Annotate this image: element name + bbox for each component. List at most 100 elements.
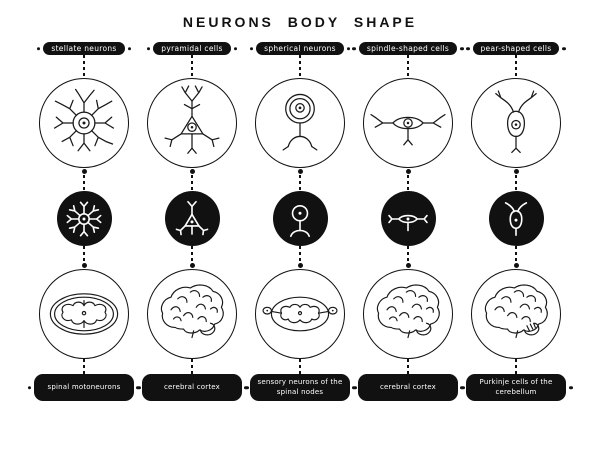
connector-dot — [189, 263, 195, 268]
connector-line — [191, 359, 193, 374]
pill-end-dot — [466, 46, 470, 51]
neuron-type-pill: spindle-shaped cells — [352, 42, 464, 55]
connector-dot — [81, 263, 87, 268]
spindle-cell-mini-icon — [388, 214, 428, 231]
region-pill: Purkinje cells of the cerebellum — [459, 374, 573, 401]
pyramidal-cell-mini-icon — [175, 200, 209, 235]
connector-dot — [513, 263, 519, 268]
stellate-neuron-mini-icon — [66, 201, 102, 236]
neuron-drawing-circle — [147, 78, 237, 168]
column-spindle-shaped-cells: spindle-shaped cells — [351, 42, 465, 401]
pill-end-dot — [243, 385, 247, 390]
region-label: Purkinje cells of the cerebellum — [479, 377, 553, 396]
pill-end-dot — [233, 46, 238, 51]
connector-line — [515, 55, 517, 78]
region-label: sensory neurons of the spinal nodes — [257, 377, 343, 396]
neuron-symbol-badge — [272, 191, 328, 246]
connector-line — [299, 175, 301, 191]
neuron-symbol-badge — [488, 191, 544, 246]
connector-line — [191, 175, 193, 191]
spindle-cell-icon — [370, 113, 446, 146]
connector-dot — [297, 169, 303, 174]
neuron-type-label: pyramidal cells — [161, 44, 223, 53]
connector-dot — [405, 263, 411, 268]
column-spherical-neurons: spherical neurons — [243, 42, 357, 401]
connector-dot — [513, 169, 519, 174]
pill-end-dot — [459, 385, 463, 390]
neuron-type-pill: pyramidal cells — [146, 42, 238, 55]
pear-cell-icon — [495, 90, 537, 154]
connector-line — [299, 359, 301, 374]
connector-line — [515, 175, 517, 191]
brain-icon — [376, 284, 440, 339]
neuron-type-pill: stellate neurons — [36, 42, 132, 55]
spinal-nodes-icon — [262, 296, 338, 332]
pill-end-dot — [460, 46, 464, 51]
region-label: cerebral cortex — [163, 382, 221, 391]
spherical-neuron-mini-icon — [289, 204, 311, 237]
pill-end-dot — [562, 46, 566, 51]
connector-dot — [81, 169, 87, 174]
spinal-cord-cross-section-icon — [49, 293, 119, 335]
region-drawing-circle — [471, 269, 561, 359]
connector-line — [83, 359, 85, 374]
neuron-symbol-badge — [56, 191, 112, 246]
connector-line — [83, 175, 85, 191]
pill-end-dot — [135, 385, 139, 390]
pyramidal-cell-icon — [164, 85, 220, 154]
connector-line — [407, 175, 409, 191]
neuron-type-label: spherical neurons — [264, 44, 336, 53]
connector-line — [191, 246, 193, 262]
connector-line — [299, 246, 301, 262]
stellate-neuron-icon — [53, 88, 115, 152]
region-drawing-circle — [255, 269, 345, 359]
region-drawing-circle — [39, 269, 129, 359]
connector-line — [407, 55, 409, 78]
neuron-drawing-circle — [255, 78, 345, 168]
region-pill: cerebral cortex — [351, 374, 465, 401]
connector-line — [299, 55, 301, 78]
neuron-drawing-circle — [363, 78, 453, 168]
region-drawing-circle — [363, 269, 453, 359]
connector-line — [83, 246, 85, 262]
region-pill: spinal motoneurons — [27, 374, 141, 401]
connector-line — [515, 359, 517, 374]
neuron-drawing-circle — [471, 78, 561, 168]
pill-end-dot — [27, 385, 31, 390]
pill-end-dot — [249, 46, 254, 51]
neuron-type-pill: spherical neurons — [249, 42, 351, 55]
region-label: spinal motoneurons — [47, 382, 121, 391]
pill-end-dot — [146, 46, 151, 51]
pill-end-dot — [127, 46, 132, 51]
neurons-body-shape-diagram: NEURONS BODY SHAPE stellate neurons — [0, 14, 600, 457]
connector-dot — [405, 169, 411, 174]
column-stellate-neurons: stellate neurons — [27, 42, 141, 401]
connector-line — [515, 246, 517, 262]
neuron-type-label: spindle-shaped cells — [366, 44, 450, 53]
connector-dot — [297, 263, 303, 268]
region-pill: sensory neurons of the spinal nodes — [243, 374, 357, 401]
pill-end-dot — [36, 46, 41, 51]
diagram-columns: stellate neurons — [0, 42, 600, 401]
neuron-symbol-badge — [380, 191, 436, 246]
page-title: NEURONS BODY SHAPE — [182, 14, 418, 30]
pill-end-dot — [351, 385, 355, 390]
column-pear-shaped-cells: pear-shaped cells — [459, 42, 573, 401]
pill-end-dot — [569, 385, 573, 390]
region-pill: cerebral cortex — [135, 374, 249, 401]
neuron-type-label: pear-shaped cells — [480, 44, 552, 53]
neuron-type-pill: pear-shaped cells — [466, 42, 566, 55]
connector-line — [191, 55, 193, 78]
pill-end-dot — [346, 46, 351, 51]
connector-line — [83, 55, 85, 78]
brain-icon — [160, 284, 224, 339]
pill-end-dot — [352, 46, 356, 51]
cerebellum-brain-icon — [484, 284, 548, 339]
region-drawing-circle — [147, 269, 237, 359]
pear-cell-mini-icon — [504, 201, 528, 236]
connector-line — [407, 246, 409, 262]
neuron-type-label: stellate neurons — [51, 44, 117, 53]
connector-dot — [189, 169, 195, 174]
connector-line — [407, 359, 409, 374]
neuron-symbol-badge — [164, 191, 220, 246]
